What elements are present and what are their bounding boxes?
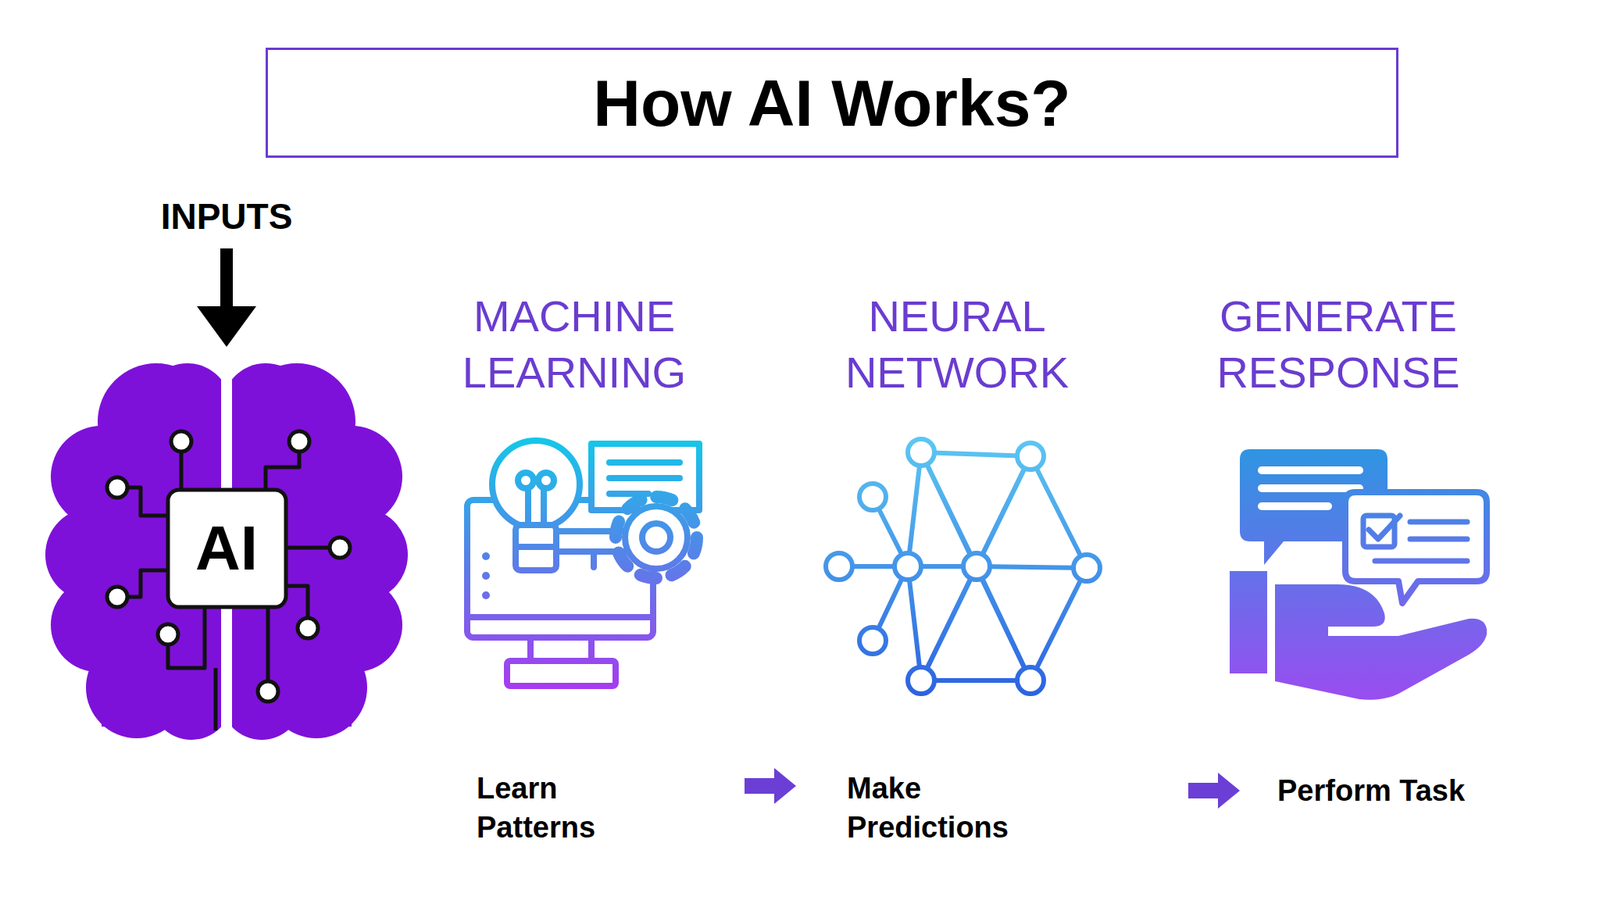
network-neuron	[825, 553, 853, 580]
chat-bubble-front	[1345, 492, 1487, 604]
stage-column: NEURAL NETWORK Make Predictions	[796, 281, 1189, 852]
network-neuron	[1017, 667, 1044, 694]
stage-column: MACHINE LEARNING Learn Patterns	[406, 281, 745, 852]
network-neuron	[907, 667, 935, 694]
network-link	[921, 566, 977, 681]
input-arrow	[196, 248, 257, 347]
gear-body	[625, 506, 688, 569]
brain-lobe	[150, 658, 233, 740]
network-neuron	[907, 439, 935, 466]
bubble-line	[1261, 484, 1360, 493]
bulb	[492, 440, 580, 529]
circuit-pad	[257, 681, 279, 702]
stage-heading: GENERATE RESPONSE	[1205, 288, 1472, 401]
generate-response-icon	[1229, 449, 1487, 700]
screen-dot	[482, 552, 490, 561]
sleeve-cuff	[1229, 571, 1268, 674]
bubble-line	[1410, 519, 1468, 525]
chip-label: AI	[171, 513, 282, 584]
bulb-filament	[538, 472, 554, 489]
network-link	[921, 678, 1031, 683]
gear-hub	[642, 523, 671, 552]
bulb-thread	[515, 543, 557, 550]
checkmark	[1368, 515, 1400, 540]
ai-chip	[167, 489, 286, 608]
neural-network-nodes	[825, 439, 1100, 694]
ai-brain: AI	[46, 346, 404, 740]
network-link	[1030, 456, 1087, 568]
network-link	[907, 452, 922, 567]
finger-line	[1328, 629, 1383, 634]
bulb-filament	[540, 488, 547, 525]
bubble-line	[1375, 558, 1468, 565]
circuit-pad	[297, 617, 318, 639]
circuit-pads	[107, 431, 350, 702]
network-link	[976, 566, 1031, 681]
title-box: How AI Works?	[265, 47, 1399, 158]
flow-arrow	[1188, 772, 1240, 809]
stage-description: Perform Task	[1277, 771, 1504, 811]
neural-network-links	[839, 452, 1087, 681]
monitor-chin	[467, 614, 654, 621]
network-neuron	[963, 553, 990, 580]
bubble-line	[1410, 536, 1468, 543]
diagram-title: How AI Works?	[592, 64, 1071, 143]
key-tooth	[590, 551, 597, 568]
document-line	[609, 459, 680, 466]
screen-dots	[482, 552, 490, 600]
screen-dot	[482, 591, 490, 600]
stage-heading: NEURAL NETWORK	[824, 288, 1090, 401]
bulb-filament	[525, 488, 532, 525]
network-link	[907, 566, 922, 681]
network-neuron	[859, 627, 886, 654]
flow-arrow	[744, 767, 797, 804]
monitor-stand	[530, 637, 592, 661]
stage-column: GENERATE RESPONSEPerform Task	[1239, 281, 1508, 852]
network-link	[976, 566, 1087, 568]
circuit-wire	[266, 607, 271, 692]
network-neuron	[894, 553, 922, 580]
network-link	[1030, 567, 1087, 681]
stage-description: Learn Patterns	[476, 768, 633, 847]
network-link	[921, 452, 1031, 457]
circuit-pad	[107, 586, 128, 608]
network-neuron	[859, 483, 886, 511]
network-neuron	[1073, 554, 1100, 582]
input-label: INPUTS	[148, 198, 305, 249]
screen-dot	[482, 571, 490, 580]
machine-learning-icon	[467, 440, 700, 686]
stage-description: Make Predictions	[846, 768, 1043, 847]
gear-teeth	[615, 496, 697, 579]
circuit-pad	[329, 537, 350, 558]
bubble-line	[1261, 502, 1329, 511]
circuit-wires	[117, 441, 340, 731]
brain-lobe	[221, 658, 303, 740]
document-line	[609, 475, 680, 482]
stage-heading: MACHINE LEARNING	[441, 288, 708, 401]
open-hand	[1275, 584, 1487, 700]
bulb-filament	[517, 472, 534, 489]
circuit-pad	[171, 431, 192, 452]
network-neuron	[1017, 442, 1044, 470]
input-text: INPUTS	[148, 198, 305, 235]
bulb-base	[515, 525, 557, 571]
bubble-line	[1261, 466, 1360, 475]
circuit-wire	[214, 667, 218, 731]
circuit-pad	[107, 477, 128, 498]
circuit-pad	[157, 624, 179, 645]
circuit-pad	[289, 431, 310, 452]
monitor-base	[507, 660, 616, 686]
